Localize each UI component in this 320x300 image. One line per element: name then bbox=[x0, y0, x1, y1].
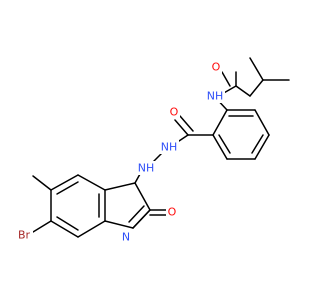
atom-label: NH bbox=[138, 162, 155, 175]
atom-n-ring: N bbox=[120, 230, 132, 244]
atom-n-amide: NH bbox=[205, 89, 225, 103]
bond bbox=[77, 220, 106, 238]
atom-br: Br bbox=[15, 228, 33, 242]
bond bbox=[128, 205, 145, 223]
bond bbox=[56, 216, 79, 231]
bond bbox=[254, 109, 270, 136]
label-backdrop bbox=[159, 140, 179, 154]
atom-label: O bbox=[212, 61, 221, 74]
bond bbox=[212, 134, 228, 160]
bond bbox=[221, 71, 231, 87]
bond bbox=[50, 220, 79, 238]
atom-label: O bbox=[168, 206, 177, 219]
bond bbox=[104, 182, 136, 191]
bond bbox=[134, 182, 151, 211]
bond bbox=[254, 134, 270, 160]
bond bbox=[50, 174, 79, 191]
bond bbox=[218, 134, 231, 154]
atom-label: NH bbox=[207, 90, 224, 103]
bond bbox=[32, 175, 52, 191]
bond bbox=[132, 209, 151, 229]
bond bbox=[77, 174, 106, 191]
label-backdrop bbox=[15, 228, 33, 242]
bond bbox=[56, 181, 79, 195]
label-backdrop bbox=[136, 161, 156, 175]
atom-label: N bbox=[122, 231, 130, 244]
bond bbox=[235, 85, 251, 97]
bond-group bbox=[32, 57, 290, 238]
molecule-structure-diagram: Br O N NH NH O NH O bbox=[15, 57, 290, 244]
atom-label: Br bbox=[18, 229, 31, 242]
atom-n-hydrazine-1: NH bbox=[136, 161, 156, 175]
atom-o-benzamide: O bbox=[168, 105, 180, 119]
bond bbox=[179, 115, 194, 132]
atom-label: O bbox=[170, 106, 179, 119]
bond bbox=[32, 220, 52, 233]
atom-o-lactam: O bbox=[166, 205, 178, 219]
atom-label: NH bbox=[161, 141, 178, 154]
atom-o-amide: O bbox=[210, 60, 222, 74]
bond bbox=[134, 173, 141, 184]
bond bbox=[174, 119, 189, 136]
label-backdrop bbox=[210, 60, 222, 74]
label-backdrop bbox=[166, 205, 178, 219]
label-backdrop bbox=[120, 230, 132, 244]
bond bbox=[104, 220, 134, 229]
atom-label-group: Br O N NH NH O NH O bbox=[15, 60, 225, 244]
label-backdrop bbox=[168, 105, 180, 119]
bond bbox=[212, 109, 228, 136]
bond bbox=[251, 134, 264, 154]
bond bbox=[249, 57, 264, 81]
atom-n-hydrazine-2: NH bbox=[159, 140, 179, 154]
bond bbox=[249, 79, 264, 97]
label-backdrop bbox=[205, 89, 225, 103]
